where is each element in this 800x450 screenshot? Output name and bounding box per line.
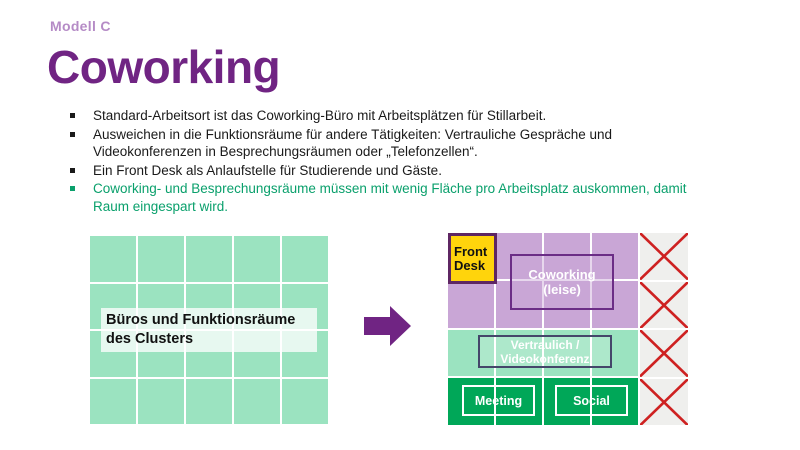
front-desk-box: Front Desk: [448, 233, 497, 284]
bullet-text: Standard-Arbeitsort ist das Coworking-Bü…: [93, 108, 547, 123]
x-icon: [640, 281, 688, 328]
grid-cell: [234, 378, 280, 424]
grid-cell: [186, 236, 232, 282]
cluster-grid: Büros und Funktionsräume des Clusters: [90, 236, 328, 424]
bullet-list: Standard-Arbeitsort ist das Coworking-Bü…: [68, 107, 692, 216]
crossed-cell: [640, 281, 688, 328]
vertraulich-room-box: Vertraulich / Videokonferenz: [478, 335, 612, 368]
grid-cell: [90, 236, 136, 282]
x-icon: [640, 330, 688, 377]
x-icon: [640, 378, 688, 425]
social-room-box: Social: [555, 385, 628, 416]
bullet-marker-icon: [70, 167, 75, 173]
slide-eyebrow: Modell C: [50, 18, 111, 34]
crossed-cell: [640, 233, 688, 280]
grid-cell: [282, 236, 328, 282]
bullet-item-highlight: Coworking- und Besprechungsräume müssen …: [68, 180, 692, 215]
coworking-room-box: Coworking (leise): [510, 254, 614, 310]
coworking-plan: Front Desk Coworking (leise) Vertraulich…: [448, 233, 688, 425]
bullet-item: Ein Front Desk als Anlaufstelle für Stud…: [68, 162, 692, 180]
bullet-text: Ein Front Desk als Anlaufstelle für Stud…: [93, 162, 442, 178]
crossed-cell: [640, 378, 688, 425]
crossed-cell: [640, 330, 688, 377]
page-title: Coworking: [47, 41, 281, 93]
grid-cell: [234, 236, 280, 282]
bullet-item: Ausweichen in die Funktionsräume für and…: [68, 126, 692, 161]
grid-cell: [282, 378, 328, 424]
cluster-grid-label: Büros und Funktionsräume des Clusters: [101, 308, 317, 352]
grid-cell: [186, 378, 232, 424]
bullet-text: Coworking- und Besprechungsräume müssen …: [93, 181, 687, 214]
transform-arrow-icon: [364, 304, 412, 348]
bullet-item: Standard-Arbeitsort ist das Coworking-Bü…: [68, 107, 692, 125]
bullet-text: Ausweichen in die Funktionsräume für and…: [93, 126, 613, 160]
bullet-marker-icon: [70, 113, 75, 118]
bullet-marker-icon: [70, 186, 75, 191]
crossed-column: [640, 233, 688, 425]
meeting-room-box: Meeting: [462, 385, 535, 416]
x-icon: [640, 233, 688, 280]
grid-cell: [90, 378, 136, 424]
bullet-marker-icon: [70, 131, 75, 137]
grid-cell: [138, 236, 184, 282]
grid-cell: [138, 378, 184, 424]
